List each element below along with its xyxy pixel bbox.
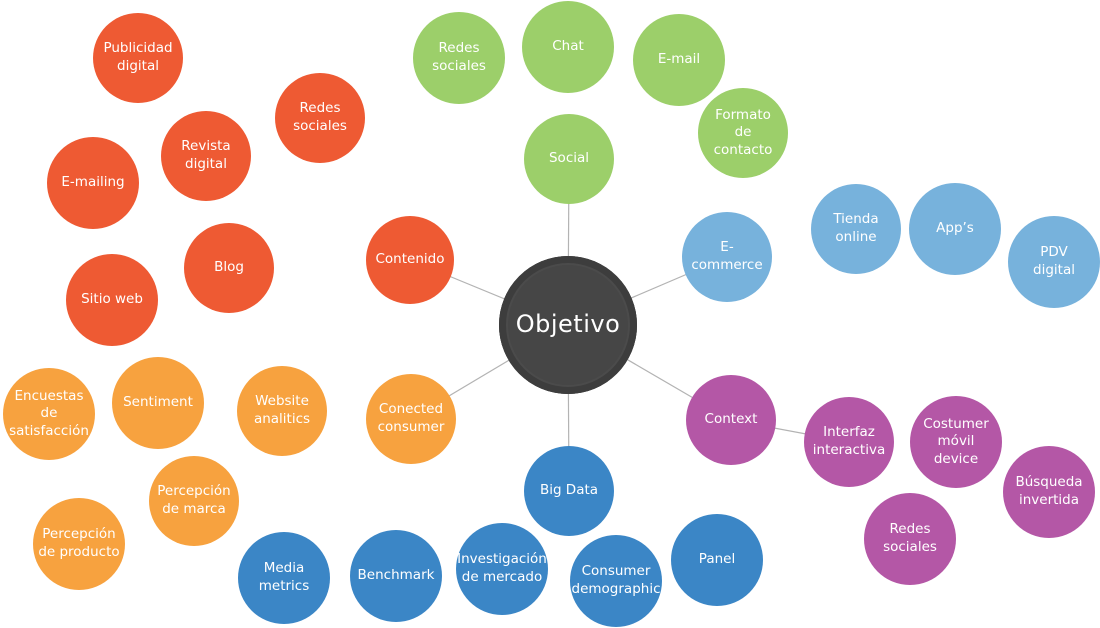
- revista-digital-label: Revista digital: [181, 138, 231, 172]
- benchmark-label: Benchmark: [357, 567, 435, 584]
- objetivo-label: Objetivo: [515, 310, 621, 339]
- apps-label: App’s: [936, 220, 974, 237]
- website-analitics-label: Website analitics: [253, 393, 311, 427]
- investigacion-mercado-label: Investigación de mercado: [457, 551, 547, 585]
- big-data-label: Big Data: [539, 482, 599, 499]
- objetivo-node[interactable]: Objetivo: [499, 256, 637, 394]
- sentiment-node[interactable]: Sentiment: [112, 357, 204, 449]
- redes-sociales-red-node[interactable]: Redes sociales: [275, 73, 365, 163]
- publicidad-digital-label: Publicidad digital: [103, 40, 173, 74]
- social-node[interactable]: Social: [524, 114, 614, 204]
- media-metrics-label: Media metrics: [258, 560, 310, 594]
- chat-node[interactable]: Chat: [522, 1, 614, 93]
- formato-contacto-label: Formato de contacto: [713, 106, 773, 158]
- costumer-movil-device-node[interactable]: Costumer móvil device: [910, 396, 1002, 488]
- encuestas-satisfaccion-node[interactable]: Encuestas de satisfacción: [3, 368, 95, 460]
- redes-sociales-purple-label: Redes sociales: [883, 521, 937, 555]
- tienda-online-node[interactable]: Tienda online: [811, 184, 901, 274]
- e-mailing-node[interactable]: E-mailing: [47, 137, 139, 229]
- pdv-digital-node[interactable]: PDV digital: [1008, 216, 1100, 308]
- apps-node[interactable]: App’s: [909, 183, 1001, 275]
- context-node[interactable]: Context: [686, 375, 776, 465]
- media-metrics-node[interactable]: Media metrics: [238, 532, 330, 624]
- ecommerce-label: E-commerce: [691, 239, 763, 273]
- busqueda-invertida-label: Búsqueda invertida: [1015, 474, 1083, 508]
- conected-consumer-node[interactable]: Conected consumer: [366, 374, 456, 464]
- contenido-node[interactable]: Contenido: [366, 216, 454, 304]
- tienda-online-label: Tienda online: [833, 211, 879, 245]
- percepcion-marca-label: Percepción de marca: [157, 483, 231, 517]
- chat-label: Chat: [552, 38, 584, 55]
- sitio-web-node[interactable]: Sitio web: [66, 254, 158, 346]
- panel-label: Panel: [698, 551, 736, 568]
- redes-sociales-red-label: Redes sociales: [293, 100, 347, 134]
- investigacion-mercado-node[interactable]: Investigación de mercado: [456, 523, 548, 615]
- interfaz-interactiva-label: Interfaz interactiva: [812, 424, 886, 458]
- redes-sociales-green-node[interactable]: Redes sociales: [413, 12, 505, 104]
- busqueda-invertida-node[interactable]: Búsqueda invertida: [1003, 446, 1095, 538]
- panel-node[interactable]: Panel: [671, 514, 763, 606]
- costumer-movil-device-label: Costumer móvil device: [923, 415, 989, 467]
- consumer-demographic-node[interactable]: Consumer demographic: [570, 535, 662, 627]
- encuestas-satisfaccion-label: Encuestas de satisfacción: [9, 387, 89, 439]
- e-mailing-label: E-mailing: [61, 174, 125, 191]
- blog-node[interactable]: Blog: [184, 223, 274, 313]
- context-label: Context: [704, 411, 758, 428]
- conected-consumer-label: Conected consumer: [377, 401, 445, 435]
- consumer-demographic-label: Consumer demographic: [571, 563, 661, 597]
- e-mail-node[interactable]: E-mail: [633, 14, 725, 106]
- big-data-node[interactable]: Big Data: [524, 446, 614, 536]
- pdv-digital-label: PDV digital: [1033, 244, 1075, 278]
- interfaz-interactiva-node[interactable]: Interfaz interactiva: [804, 397, 894, 487]
- percepcion-producto-label: Percepción de producto: [38, 526, 120, 560]
- contenido-label: Contenido: [375, 251, 445, 268]
- blog-label: Blog: [214, 259, 244, 276]
- redes-sociales-purple-node[interactable]: Redes sociales: [864, 493, 956, 585]
- website-analitics-node[interactable]: Website analitics: [237, 366, 327, 456]
- formato-contacto-node[interactable]: Formato de contacto: [698, 88, 788, 178]
- e-mail-label: E-mail: [657, 51, 701, 68]
- benchmark-node[interactable]: Benchmark: [350, 530, 442, 622]
- sentiment-label: Sentiment: [123, 394, 193, 411]
- redes-sociales-green-label: Redes sociales: [432, 40, 486, 74]
- publicidad-digital-node[interactable]: Publicidad digital: [93, 13, 183, 103]
- sitio-web-label: Sitio web: [81, 291, 143, 308]
- ecommerce-node[interactable]: E-commerce: [682, 212, 772, 302]
- revista-digital-node[interactable]: Revista digital: [161, 111, 251, 201]
- social-label: Social: [548, 150, 590, 167]
- percepcion-producto-node[interactable]: Percepción de producto: [33, 498, 125, 590]
- percepcion-marca-node[interactable]: Percepción de marca: [149, 456, 239, 546]
